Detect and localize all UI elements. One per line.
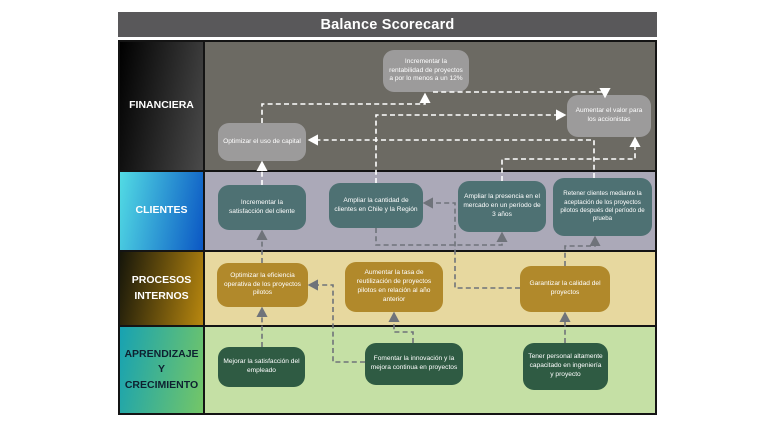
node-satisfaccion-cliente: Incrementar la satisfacción del cliente [218, 185, 306, 230]
node-personal-capacitado: Tener personal altamente capacitado en i… [523, 343, 608, 390]
node-aumentar-valor-accionistas: Aumentar el valor para los accionistas [567, 95, 651, 137]
node-satisfaccion-empleado: Mejorar la satisfacción del empleado [218, 347, 305, 387]
node-incrementar-rentabilidad: Incrementar la rentabilidad de proyectos… [383, 50, 469, 92]
node-tasa-reutilizacion: Aumentar la tasa de reutilización de pro… [345, 262, 443, 312]
row-label-aprendizaje-crecimiento: APRENDIZAJE Y CRECIMIENTO [120, 327, 205, 413]
node-eficiencia-operativa: Optimizar la eficiencia operativa de los… [217, 263, 308, 307]
node-cantidad-clientes: Ampliar la cantidad de clientes en Chile… [329, 183, 423, 228]
page-title: Balance Scorecard [118, 12, 657, 37]
row-label-financiera: FINANCIERA [120, 42, 205, 170]
scorecard-grid: FINANCIERA CLIENTES PROCESOS INTERNOS AP… [118, 40, 657, 415]
node-optimizar-uso-capital: Optimizar el uso de capital [218, 123, 306, 161]
node-fomentar-innovacion: Fomentar la innovación y la mejora conti… [365, 343, 463, 385]
node-retener-clientes: Retener clientes mediante la aceptación … [553, 178, 652, 236]
node-garantizar-calidad: Garantizar la calidad del proyectos [520, 266, 610, 312]
row-label-clientes: CLIENTES [120, 172, 205, 250]
row-label-procesos-internos: PROCESOS INTERNOS [120, 252, 205, 325]
node-presencia-mercado: Ampliar la presencia en el mercado en un… [458, 181, 546, 232]
